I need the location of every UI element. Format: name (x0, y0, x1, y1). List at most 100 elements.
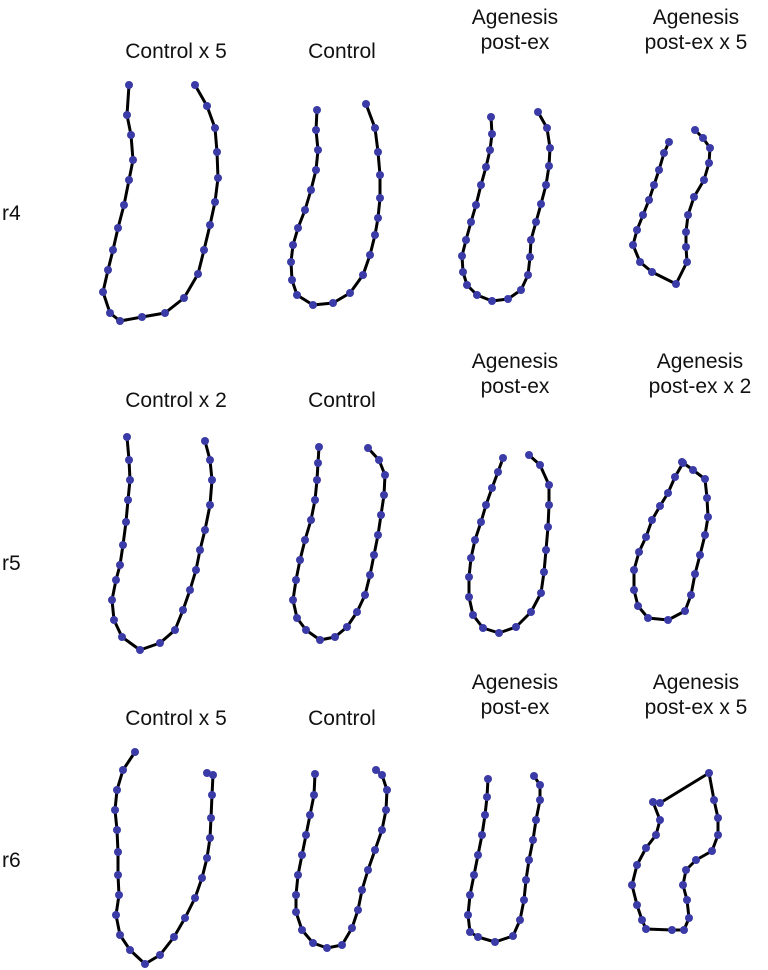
row-label-r6: r6 (2, 849, 21, 872)
trajectory-marker (542, 181, 550, 189)
trajectory-marker (116, 931, 124, 939)
trajectory-marker (656, 816, 664, 824)
trajectory-marker (682, 866, 690, 874)
trajectory-marker (687, 591, 695, 599)
trajectory-line (110, 435, 214, 652)
trajectory-marker (307, 186, 315, 194)
trajectory-marker (207, 814, 215, 822)
trajectory-marker (208, 476, 216, 484)
trajectory-marker (211, 124, 219, 132)
trajectory-r5-control-x2 (108, 433, 216, 654)
trajectory-marker (301, 536, 309, 544)
trajectory-marker (656, 799, 664, 807)
trajectory-marker (464, 911, 472, 919)
trajectory-marker (537, 200, 545, 208)
trajectory-marker (203, 769, 211, 777)
col-title-r6-agenesis: Agenesis post-ex (471, 671, 559, 719)
trajectory-marker (314, 459, 322, 467)
trajectory-marker (293, 291, 301, 299)
trajectory-marker (520, 896, 528, 904)
trajectory-marker (488, 297, 496, 305)
trajectory-marker (302, 626, 310, 634)
trajectory-marker (376, 171, 384, 179)
trajectory-marker (466, 928, 474, 936)
trajectory-marker (472, 201, 480, 209)
row-label-r5: r5 (2, 552, 21, 575)
trajectory-marker (126, 946, 134, 954)
trajectory-marker (633, 861, 641, 869)
trajectory-marker (348, 924, 356, 932)
col-title-r6-control: Control (308, 707, 376, 730)
trajectory-marker (527, 608, 535, 616)
trajectory-marker (683, 896, 691, 904)
col-title-r5-control: Control (308, 389, 376, 412)
col-title-r4-control-x5: Control x 5 (125, 40, 227, 63)
trajectory-marker (371, 846, 379, 854)
trajectory-marker (114, 871, 122, 879)
trajectory-marker (644, 614, 652, 622)
trajectory-marker (546, 144, 554, 152)
trajectory-marker (481, 811, 489, 819)
trajectory-marker (312, 166, 320, 174)
trajectory-marker (689, 466, 697, 474)
trajectory-r6-control-x5 (111, 748, 217, 968)
trajectory-marker (378, 826, 386, 834)
col-title-r6-control-x5: Control x 5 (125, 707, 227, 730)
trajectory-marker (536, 461, 544, 469)
trajectory-marker (537, 589, 545, 597)
trajectory-marker (307, 516, 315, 524)
trajectory-r4-agenesis (458, 108, 554, 305)
trajectory-line (631, 128, 712, 286)
trajectory-marker (306, 811, 314, 819)
trajectory-marker (499, 454, 507, 462)
trajectory-marker (524, 271, 532, 279)
trajectory-marker (701, 475, 709, 483)
trajectory-marker (329, 299, 337, 307)
trajectory-marker (545, 162, 553, 170)
trajectory-marker (125, 176, 133, 184)
trajectory-marker (467, 554, 475, 562)
trajectory-marker (120, 201, 128, 209)
trajectory-marker (113, 786, 121, 794)
trajectory-marker (488, 484, 496, 492)
trajectory-marker (354, 906, 362, 914)
trajectory-marker (682, 228, 690, 236)
trajectory-marker (635, 548, 643, 556)
trajectory-marker (213, 148, 221, 156)
trajectory-marker (99, 288, 107, 296)
trajectory-marker (126, 476, 134, 484)
trajectory-marker (114, 224, 122, 232)
trajectory-marker (509, 932, 517, 940)
trajectory-marker (534, 108, 542, 116)
trajectory-marker (529, 836, 537, 844)
trajectory-marker (495, 629, 503, 637)
trajectory-marker (710, 796, 718, 804)
trajectory-marker (214, 174, 222, 182)
trajectory-marker (109, 246, 117, 254)
trajectory-marker (366, 251, 374, 259)
trajectory-marker (664, 489, 672, 497)
trajectory-marker (543, 124, 551, 132)
trajectory-marker (690, 193, 698, 201)
trajectory-marker (383, 786, 391, 794)
trajectory-marker (484, 775, 492, 783)
trajectory-marker (656, 502, 664, 510)
trajectory-marker (200, 246, 208, 254)
trajectory-marker (106, 309, 114, 317)
trajectory-marker (645, 196, 653, 204)
trajectory-marker (170, 933, 178, 941)
col-title-r5-control-x2: Control x 2 (125, 389, 227, 412)
trajectory-marker (692, 856, 700, 864)
trajectory-marker (638, 916, 646, 924)
trajectory-marker (112, 911, 120, 919)
trajectory-marker (206, 456, 214, 464)
trajectory-marker (287, 258, 295, 266)
trajectory-marker (545, 481, 553, 489)
trajectory-marker (114, 848, 122, 856)
trajectory-marker (123, 433, 131, 441)
trajectory-marker (116, 561, 124, 569)
trajectory-marker (382, 806, 390, 814)
trajectory-marker (691, 126, 699, 134)
trajectory-marker (371, 231, 379, 239)
trajectory-marker (104, 266, 112, 274)
